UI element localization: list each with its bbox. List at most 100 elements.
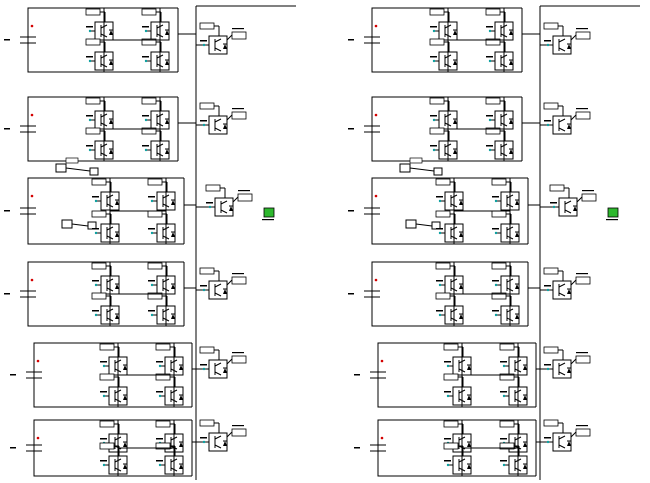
port-dot [502,364,506,368]
transistor-emitter [458,467,466,472]
transistor-collector [514,436,522,441]
transistor-emitter [214,127,222,132]
tag-lead [570,358,577,365]
cell-6 [354,419,540,477]
transistor-collector [170,458,178,463]
module-label-mark [544,40,551,42]
switch-module [99,442,128,475]
transistor-collector [100,24,108,29]
transistor-emitter [114,467,122,472]
port-dot [494,231,498,235]
transistor-collector [506,308,514,313]
diode-symbol [165,30,169,35]
gate-signal-tag [141,8,157,16]
diode-symbol [171,314,175,319]
gate-signal-tag [485,97,501,105]
transistor-collector [162,278,170,283]
module-label-mark [86,115,93,117]
transistor-collector [170,359,178,364]
switch-module [485,38,514,71]
module-label-mark [142,26,149,28]
transistor-emitter [162,317,170,322]
output-label-mark [576,273,588,275]
transistor-emitter [106,203,114,208]
diode-symbol [459,284,463,289]
switch-module [543,346,572,379]
source-label-mark [10,374,16,376]
port-dot [546,123,550,127]
transistor-emitter [106,287,114,292]
port-dot [144,59,148,63]
transistor-emitter [156,33,164,38]
port-dot [150,199,154,203]
cell-3 [348,157,540,245]
switch-module [543,419,572,452]
transistor-emitter [170,398,178,403]
tag-lead [226,431,233,438]
indicator-label-mark [262,219,274,221]
diode-symbol [179,464,183,469]
transistor-collector [100,143,108,148]
switch-module [491,292,520,325]
signal-tag [65,157,79,164]
diode-symbol [523,395,527,400]
port-dot [94,283,98,287]
signal-wire [65,167,91,172]
port-dot [94,313,98,317]
diode-symbol [567,124,571,129]
dc-link-frame [371,96,522,162]
module-label-mark [486,145,493,147]
tag-lead [570,431,577,438]
module-label-mark [92,280,99,282]
module-label-mark [148,196,155,198]
output-label-mark [232,28,244,30]
transistor-collector [458,436,466,441]
output-signal-tag [575,111,591,120]
transistor-collector [220,200,228,205]
gate-signal-tag [491,210,507,218]
dc-link-frame [377,419,536,477]
transistor-emitter [558,371,566,376]
module-label-mark [500,391,507,393]
cell-1 [4,7,196,73]
transistor-emitter [450,203,458,208]
transistor-emitter [444,33,452,38]
diode-symbol [515,200,519,205]
cell-4 [348,261,540,327]
dc-link-frame [377,342,536,408]
transistor-emitter [558,292,566,297]
output-signal-tag [575,428,591,437]
transistor-emitter [100,122,108,127]
switch-module [543,267,572,300]
module-label-mark [444,438,451,440]
module-label-mark [492,310,499,312]
switch-module [155,442,184,475]
gate-signal-tag [99,442,115,450]
transistor-collector [450,194,458,199]
diode-symbol [509,119,513,124]
transistor-collector [170,436,178,441]
diode-symbol [509,30,513,35]
tag-lead [570,34,577,41]
diode-symbol [223,289,227,294]
module-label-mark [430,26,437,28]
module-label-mark [156,460,163,462]
polarity-dot [380,436,384,440]
port-dot [150,231,154,235]
output-signal-tag [575,31,591,40]
diode-symbol [453,60,457,65]
module-label-mark [444,361,451,363]
transistor-emitter [156,122,164,127]
switch-module [147,262,176,295]
transistor-collector [450,308,458,313]
signal-wire [71,223,89,227]
port-dot [158,364,162,368]
dc-link-frame [27,261,184,327]
diode-symbol [115,284,119,289]
switch-module [499,343,528,376]
transistor-collector [444,143,452,148]
output-label-mark [582,190,594,192]
transistor-collector [506,194,514,199]
gate-signal-tag [543,102,559,110]
transistor-emitter [214,444,222,449]
